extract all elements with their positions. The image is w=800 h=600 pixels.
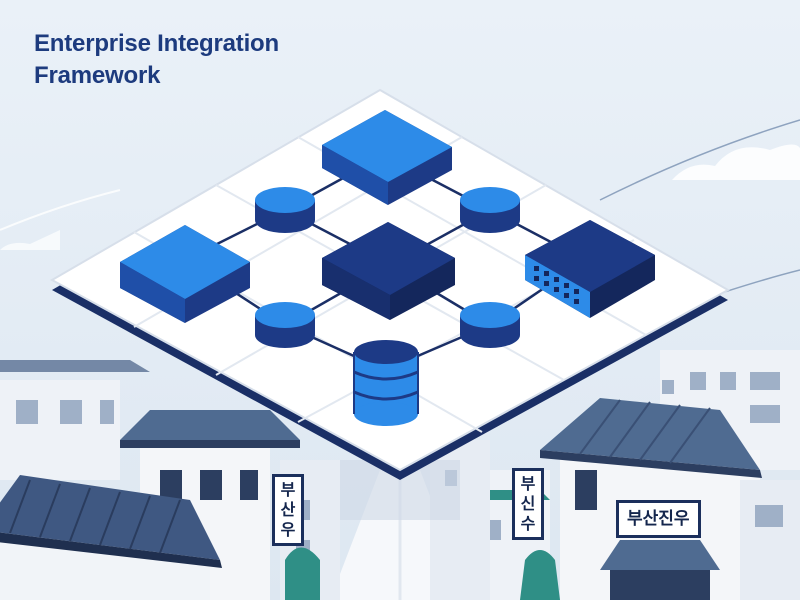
router-icon: [460, 187, 520, 233]
building-far-left: [0, 360, 150, 480]
database-icon: [353, 340, 419, 426]
tree: [285, 547, 320, 600]
server-block-icon: [322, 222, 455, 320]
house-right-front: [540, 398, 762, 600]
title-line-2: Framework: [34, 62, 161, 89]
server-block-icon: [120, 225, 250, 323]
title-line-1: Enterprise Integration: [34, 30, 279, 57]
switch-icon: [525, 220, 655, 318]
router-icon: [460, 302, 520, 348]
platform-shadow: [340, 460, 460, 520]
cloud: [672, 144, 800, 180]
tree: [520, 550, 560, 600]
house-left-front: [0, 475, 222, 600]
page-title: Enterprise Integration Framework: [34, 28, 279, 92]
shop-sign-right: 부산진우: [616, 500, 701, 538]
server-block-icon: [322, 110, 452, 205]
power-line: [599, 119, 800, 201]
building-right-edge: [740, 480, 800, 600]
cloud: [0, 230, 60, 250]
power-line: [0, 189, 121, 231]
router-icon: [255, 187, 315, 233]
shop-sign-left: 부산우: [272, 474, 304, 546]
router-icon: [255, 302, 315, 348]
shop-sign-middle: 부신수: [512, 468, 544, 540]
